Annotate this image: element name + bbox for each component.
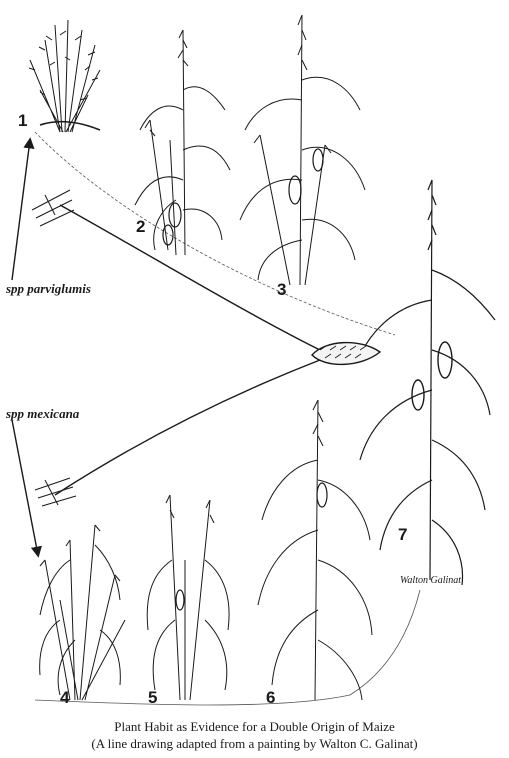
upper-arrow-shaft [60,205,320,350]
plant-number-3: 3 [277,280,286,299]
plant-2-drawing [135,30,230,255]
plant-number-7: 7 [398,525,407,544]
lower-arrow-fletching [35,478,76,506]
plant-5-drawing [147,495,229,700]
plant-1-parviglumis-drawing [29,20,100,132]
artist-signature: Walton Galinat [400,575,461,586]
caption-line-2: (A line drawing adapted from a painting … [0,736,509,752]
upper-arrow-fletching [32,190,74,226]
plant-6-drawing [258,400,372,700]
ground-line-lower [35,590,420,705]
mexicana-arrow [12,420,38,555]
ground-line-upper [35,132,395,335]
plant-number-5: 5 [148,688,157,707]
caption-line-1: Plant Habit as Evidence for a Double Ori… [0,719,509,735]
plant-4-mexicana-drawing [40,525,125,700]
lower-arrow-shaft [55,360,320,495]
plant-number-1: 1 [18,111,27,130]
ear-with-arrows [32,190,380,506]
plant-number-2: 2 [136,217,145,236]
plant-7-maize-drawing [360,180,495,585]
maize-ear [312,343,380,365]
label-spp-mexicana: spp mexicana [5,406,80,421]
plant-3-drawing [240,15,365,285]
parviglumis-arrow [12,140,30,280]
plant-number-4: 4 [60,688,70,707]
plant-number-6: 6 [266,688,275,707]
label-spp-parviglumis: spp parviglumis [5,281,91,296]
